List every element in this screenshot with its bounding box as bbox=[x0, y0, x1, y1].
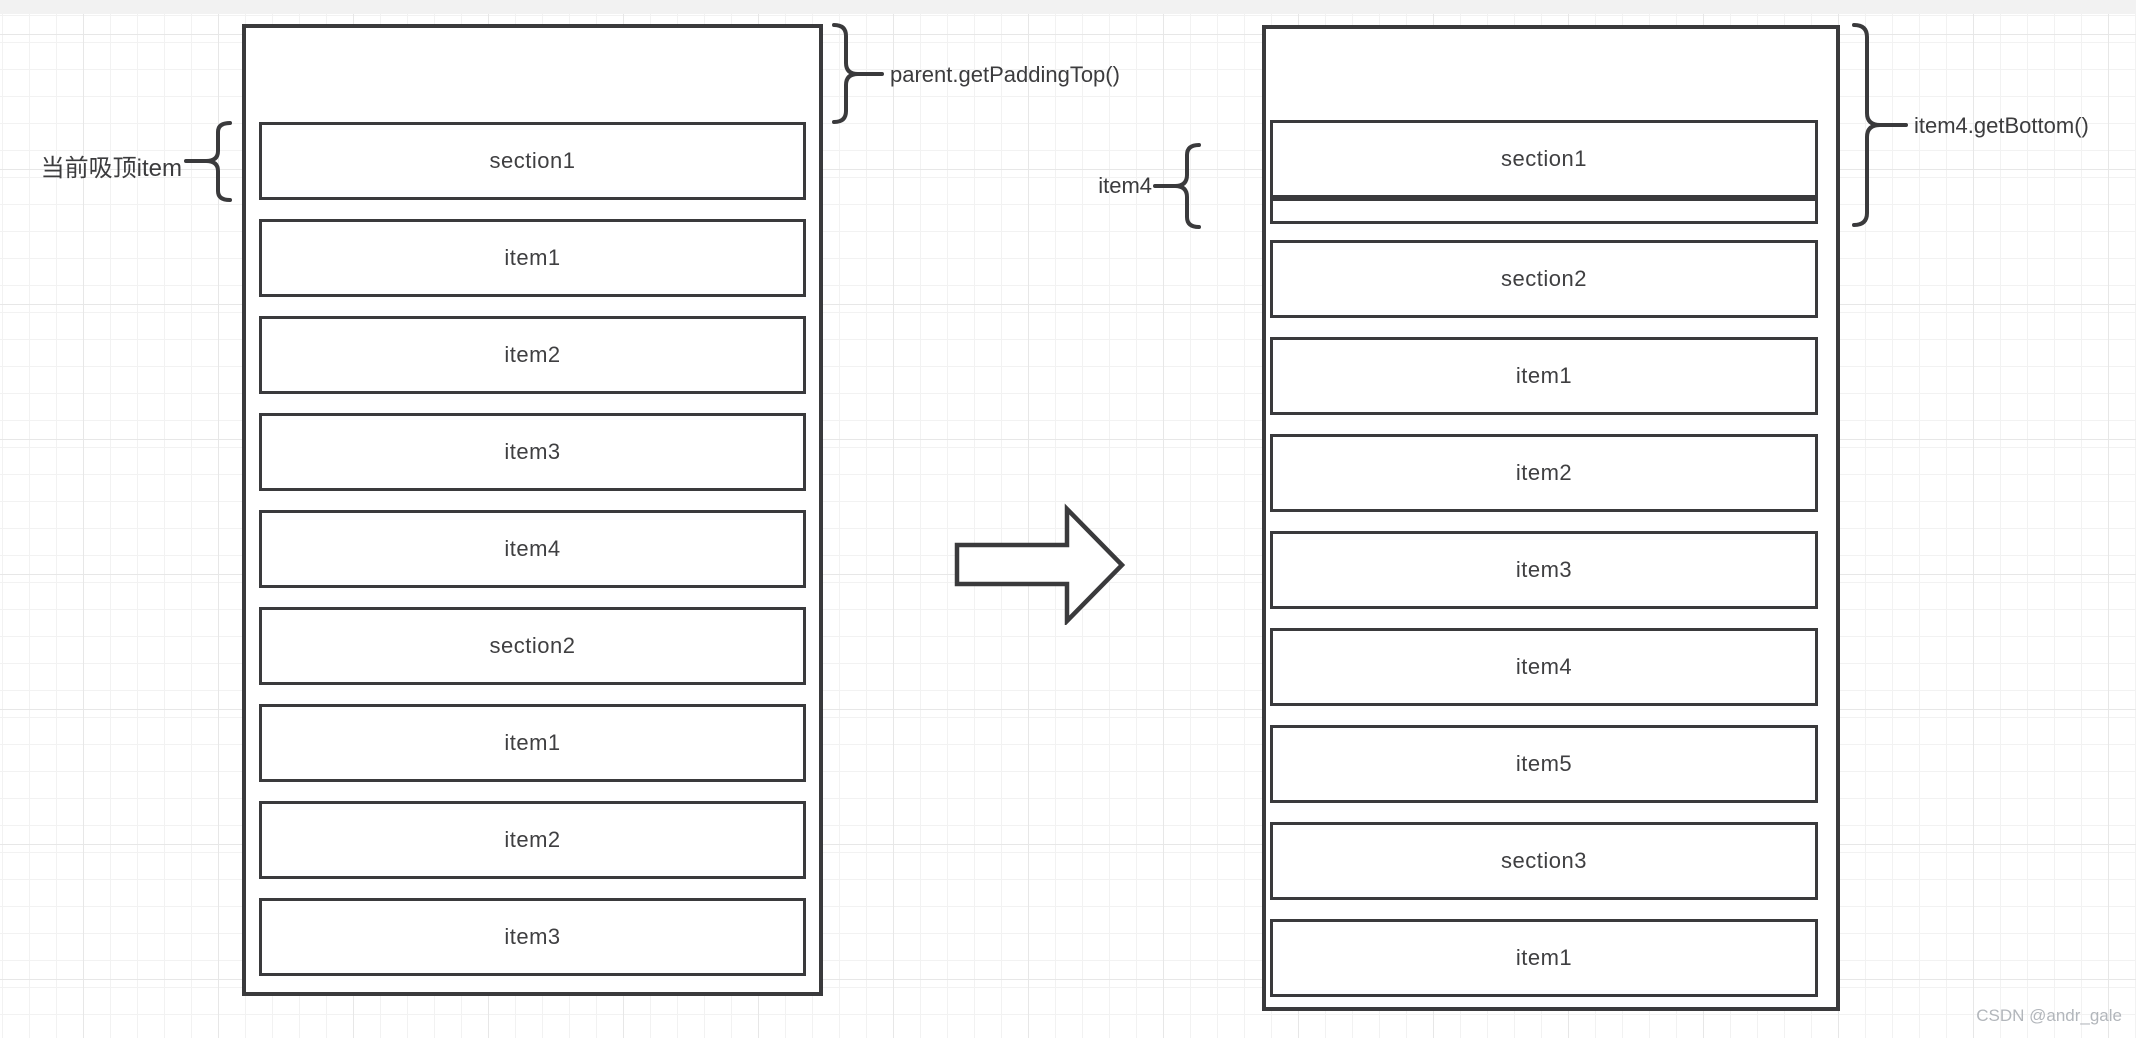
watermark: CSDN @andr_gale bbox=[1976, 1006, 2122, 1025]
item4-bottom-label: item4.getBottom() bbox=[1914, 113, 2089, 138]
list-item-box: item5 bbox=[1270, 725, 1818, 803]
list-item-box: item3 bbox=[259, 413, 806, 491]
right-brace-icon bbox=[1852, 23, 1908, 227]
list-item-box: item4 bbox=[259, 510, 806, 588]
list-item-box: item1 bbox=[1270, 919, 1818, 997]
list-item-box: item1 bbox=[259, 219, 806, 297]
list-item-box: item2 bbox=[259, 316, 806, 394]
list-item-box: item2 bbox=[259, 801, 806, 879]
current-sticky-label: 当前吸顶item bbox=[40, 155, 182, 182]
right-arrow-icon bbox=[954, 503, 1126, 625]
left-brace-icon bbox=[184, 121, 232, 202]
list-item-box: item1 bbox=[1270, 337, 1818, 415]
padding-top-label: parent.getPaddingTop() bbox=[890, 62, 1120, 87]
list-item-box: section2 bbox=[259, 607, 806, 685]
list-item-box: item3 bbox=[259, 898, 806, 976]
list-item-box: item3 bbox=[1270, 531, 1818, 609]
item4-remainder-strip bbox=[1270, 198, 1818, 224]
list-item-box: item2 bbox=[1270, 434, 1818, 512]
item4-label: item4 bbox=[1098, 173, 1152, 198]
left-brace-icon bbox=[1153, 143, 1201, 229]
list-item-box: section3 bbox=[1270, 822, 1818, 900]
right-brace-icon bbox=[832, 23, 884, 124]
list-item-box: section2 bbox=[1270, 240, 1818, 318]
list-item-box: section1 bbox=[259, 122, 806, 200]
top-strip bbox=[0, 0, 2136, 14]
list-item-box: item1 bbox=[259, 704, 806, 782]
list-item-box: item4 bbox=[1270, 628, 1818, 706]
sticky-section-box: section1 bbox=[1270, 120, 1818, 198]
